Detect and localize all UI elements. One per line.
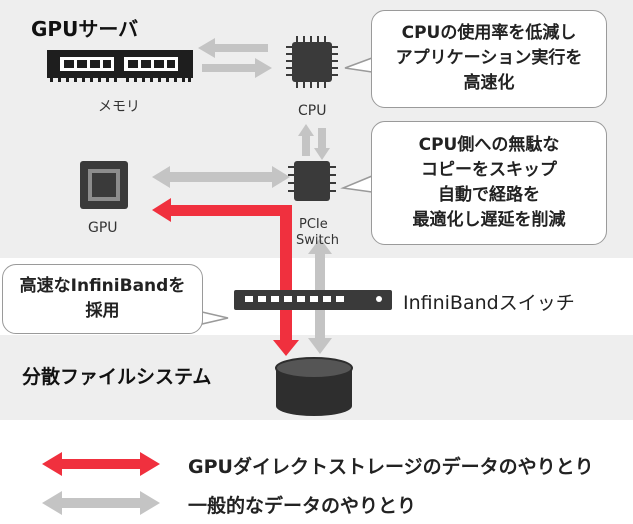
callout-cpu-load-line: 高速化 xyxy=(463,73,515,93)
callout-cpu-tail xyxy=(344,56,373,73)
memory-icon xyxy=(47,50,193,82)
callout-infiniband-tail xyxy=(201,311,229,325)
pcie-switch-icon xyxy=(288,161,336,201)
cpu-pcie-arrow xyxy=(298,124,330,160)
callout-infiniband: 高速なInfiniBandを 採用 xyxy=(2,264,203,334)
pcie-label-line1: PCIe xyxy=(299,217,328,232)
cpu-chip-icon xyxy=(286,36,338,88)
legend-gpudirect-arrow xyxy=(42,452,160,476)
callout-direct-path-line: コピーをスキップ xyxy=(421,160,557,180)
cpu-label: CPU xyxy=(298,103,327,119)
memory-label: メモリ xyxy=(98,99,140,115)
callout-infiniband-line: 採用 xyxy=(85,301,120,321)
legend-gpudirect-label: GPUダイレクトストレージのデータのやりとり xyxy=(188,456,594,478)
server-title: GPUサーバ xyxy=(31,17,139,41)
legend-general-label: 一般的なデータのやりとり xyxy=(188,495,417,517)
callout-direct-path-line: CPU側への無駄な xyxy=(418,135,560,155)
callout-direct-path: CPU側への無駄な コピーをスキップ 自動で経路を 最適化し遅延を削減 xyxy=(371,121,607,245)
infiniband-switch-label: InfiniBandスイッチ xyxy=(403,292,575,314)
legend-general-arrow xyxy=(42,491,160,515)
memory-cpu-arrow xyxy=(198,38,272,78)
callout-direct-path-line: 最適化し遅延を削減 xyxy=(412,210,566,230)
gpu-label: GPU xyxy=(88,220,118,236)
gpu-pcie-arrow xyxy=(152,166,290,188)
callout-infiniband-line: 高速なInfiniBandを xyxy=(19,276,186,296)
infiniband-switch-icon xyxy=(234,290,392,310)
callout-direct-tail xyxy=(340,174,373,193)
filesystem-label: 分散ファイルシステム xyxy=(22,366,212,388)
callout-direct-path-line: 自動で経路を xyxy=(438,185,540,205)
pcie-label-line2: Switch xyxy=(296,233,339,248)
storage-cylinder-icon xyxy=(275,357,353,416)
callout-cpu-load-line: アプリケーション実行を xyxy=(395,48,583,68)
callout-cpu-load-line: CPUの使用率を低減し xyxy=(401,23,577,43)
gpudirect-arrow xyxy=(152,198,299,356)
callout-cpu-load: CPUの使用率を低減し アプリケーション実行を 高速化 xyxy=(371,10,607,108)
gpu-icon xyxy=(80,161,128,209)
